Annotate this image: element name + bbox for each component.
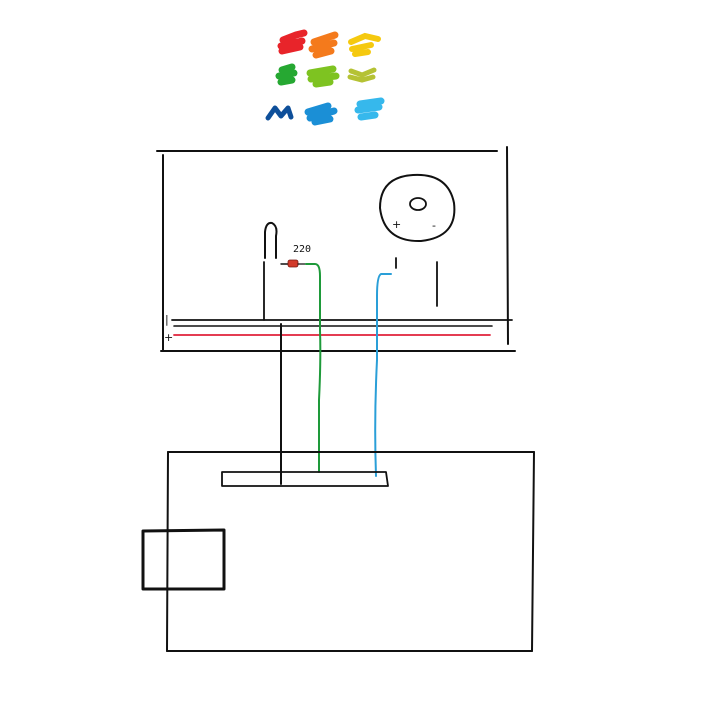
pin-header xyxy=(221,471,389,487)
swatch-red[interactable] xyxy=(277,29,308,55)
wire-blue xyxy=(374,273,392,477)
resistor: 220 xyxy=(280,244,311,268)
buzzer-minus-label: - xyxy=(432,219,436,232)
swatch-yellow[interactable] xyxy=(348,32,381,57)
rail-minus-label: | xyxy=(165,313,169,326)
wires xyxy=(280,263,392,485)
buzzer-plus-label: + xyxy=(392,218,401,231)
swatch-navy[interactable] xyxy=(265,105,294,121)
buzzer-center-icon xyxy=(409,197,427,211)
rail-plus-label: + xyxy=(164,331,173,344)
arduino-board xyxy=(141,451,535,652)
resistor-value-label: 220 xyxy=(293,244,311,255)
swatch-green[interactable] xyxy=(275,63,298,86)
swatch-olive[interactable] xyxy=(347,67,377,83)
led xyxy=(263,221,278,321)
color-palette xyxy=(265,29,385,126)
wire-green xyxy=(305,263,322,473)
swatch-lime[interactable] xyxy=(306,65,340,88)
resistor-body xyxy=(287,259,299,268)
buzzer: + - xyxy=(379,173,456,307)
swatch-blue[interactable] xyxy=(304,102,338,126)
swatch-orange[interactable] xyxy=(308,31,339,59)
breadboard: | + xyxy=(156,146,516,352)
usb-port xyxy=(141,528,226,591)
swatch-sky[interactable] xyxy=(354,97,385,121)
